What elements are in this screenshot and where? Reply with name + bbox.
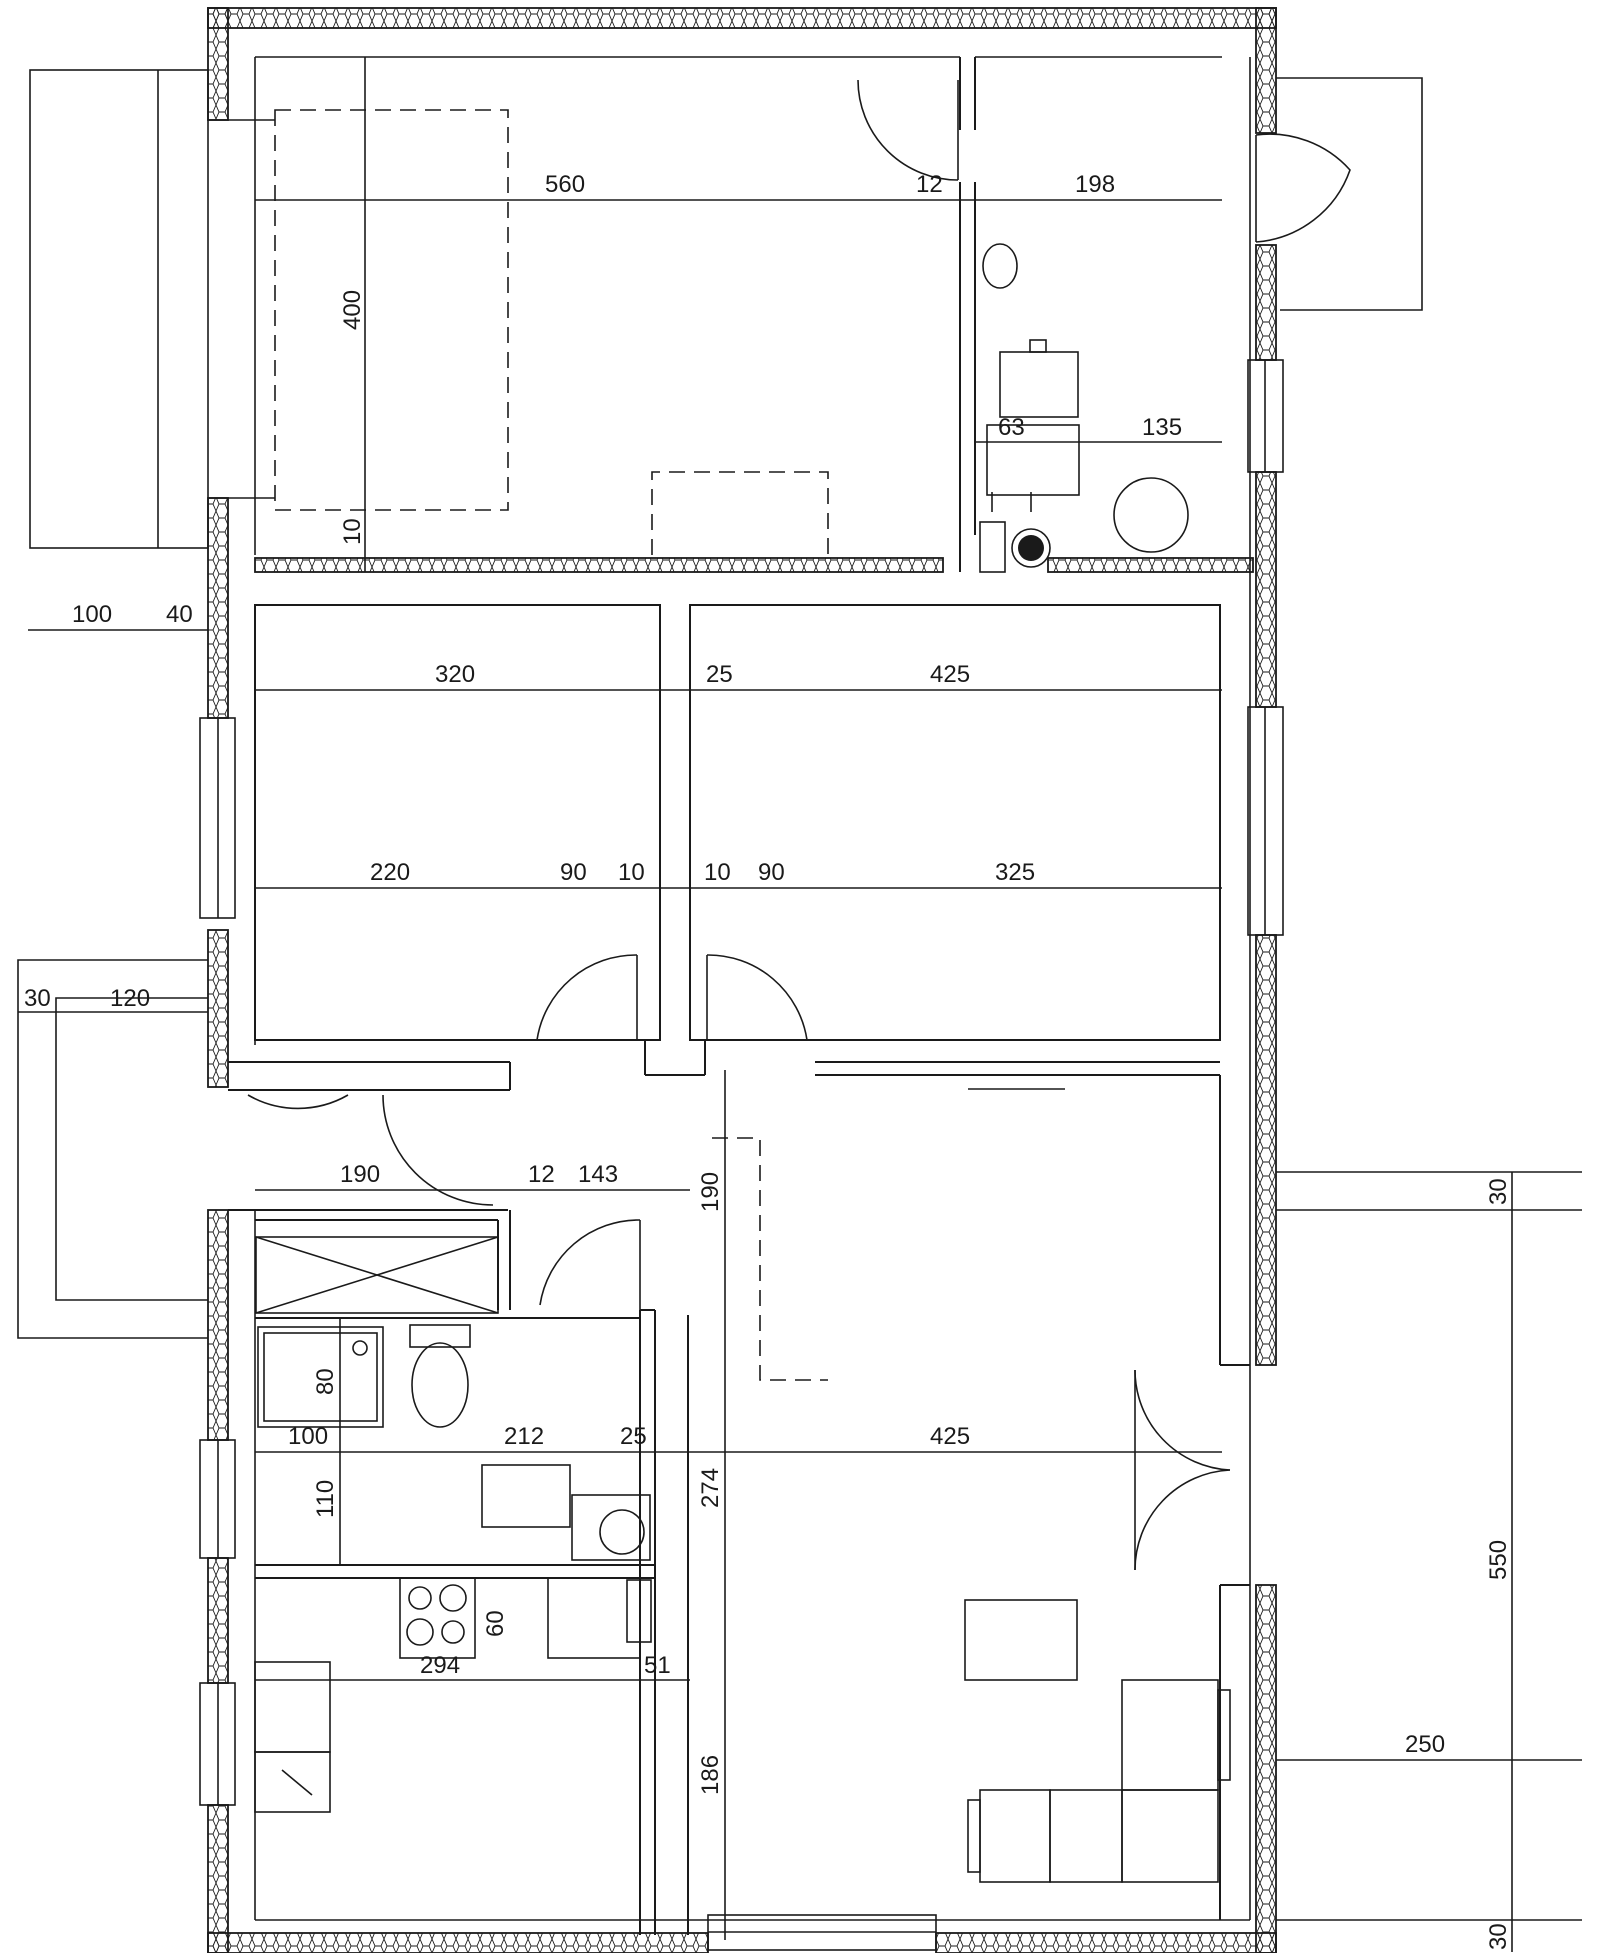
windows <box>199 359 1284 1951</box>
garage-bottom-wall <box>254 557 1254 573</box>
bathroom-fixtures <box>255 1236 651 1561</box>
dim-25-a: 25 <box>706 661 733 688</box>
dim-30-a: 30 <box>24 985 51 1012</box>
living-furniture <box>712 1088 1231 1883</box>
dim-198: 198 <box>1075 171 1115 198</box>
dim-10-a: 10 <box>339 518 366 545</box>
dimension-labels: 560 12 198 400 10 63 135 100 40 320 25 4… <box>24 171 1512 1950</box>
dim-90-a: 90 <box>560 859 587 886</box>
dim-186: 186 <box>697 1755 724 1795</box>
dim-12-b: 12 <box>528 1161 555 1188</box>
dim-110: 110 <box>312 1480 339 1518</box>
dim-220: 220 <box>370 859 410 886</box>
dim-550: 550 <box>1485 1540 1512 1580</box>
dim-400: 400 <box>339 290 366 330</box>
dim-294: 294 <box>420 1652 460 1679</box>
garage-contents <box>29 69 829 555</box>
dim-10-b: 10 <box>618 859 645 886</box>
kitchen-fixtures <box>254 1577 652 1813</box>
dim-12-a: 12 <box>916 171 943 198</box>
dim-100-b: 100 <box>288 1423 328 1450</box>
dim-212: 212 <box>504 1423 544 1450</box>
dim-60: 60 <box>482 1610 509 1637</box>
exterior-walls <box>207 7 1277 1953</box>
dim-80: 80 <box>312 1368 339 1395</box>
inner-outline <box>254 56 1251 1921</box>
dim-320: 320 <box>435 661 475 688</box>
dim-51: 51 <box>644 1652 671 1679</box>
dim-250: 250 <box>1405 1731 1445 1758</box>
dim-25-b: 25 <box>620 1423 647 1450</box>
dim-120: 120 <box>110 985 150 1012</box>
dim-10-c: 10 <box>704 859 731 886</box>
dim-63: 63 <box>998 414 1025 441</box>
dim-30-c: 30 <box>1485 1923 1512 1950</box>
dim-30-b: 30 <box>1485 1178 1512 1205</box>
dimension-lines <box>18 57 1582 1952</box>
dim-143: 143 <box>578 1161 618 1188</box>
dim-135: 135 <box>1142 414 1182 441</box>
dim-425-b: 425 <box>930 1423 970 1450</box>
dim-100-a: 100 <box>72 601 112 628</box>
dim-425-a: 425 <box>930 661 970 688</box>
dim-40: 40 <box>166 601 193 628</box>
exterior-structures <box>17 77 1582 1921</box>
dim-325: 325 <box>995 859 1035 886</box>
doors <box>247 79 1351 1571</box>
interior-walls <box>228 57 1250 1935</box>
dim-560: 560 <box>545 171 585 198</box>
dim-190-b: 190 <box>697 1172 724 1212</box>
dim-274: 274 <box>697 1468 724 1508</box>
dim-90-b: 90 <box>758 859 785 886</box>
dim-190-a: 190 <box>340 1161 380 1188</box>
utility-fixtures <box>979 243 1189 573</box>
